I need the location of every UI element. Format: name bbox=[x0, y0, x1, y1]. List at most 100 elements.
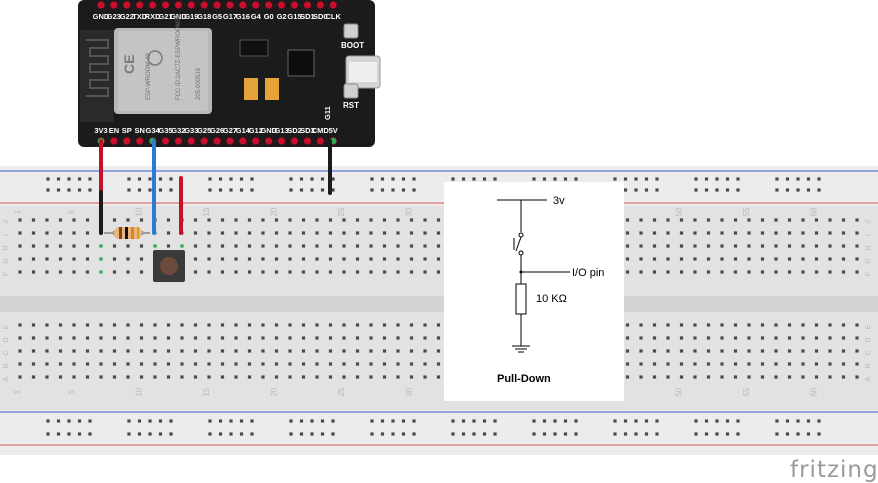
breadboard-hole bbox=[639, 362, 643, 366]
breadboard-hole bbox=[99, 270, 103, 274]
pin-label-bottom: G35 bbox=[158, 126, 172, 135]
breadboard-hole bbox=[247, 270, 252, 274]
column-number: 1 bbox=[13, 209, 22, 214]
pin-label-top: G21 bbox=[158, 12, 172, 21]
breadboard-hole bbox=[625, 218, 630, 222]
push-button-cap[interactable] bbox=[160, 257, 178, 275]
rail-hole bbox=[493, 177, 497, 181]
column-number: 10 bbox=[135, 387, 144, 396]
push-button[interactable] bbox=[153, 250, 185, 282]
breadboard-hole bbox=[841, 336, 846, 340]
rail-hole bbox=[289, 419, 293, 423]
breadboard-hole bbox=[436, 336, 441, 340]
rail-hole bbox=[655, 419, 659, 423]
rail-hole bbox=[218, 188, 223, 192]
rail-hole bbox=[412, 188, 416, 192]
column-number: 20 bbox=[270, 387, 279, 396]
rail-hole bbox=[806, 188, 811, 192]
top-power-rail bbox=[0, 166, 878, 206]
breadboard-hole bbox=[828, 323, 832, 327]
breadboard-hole bbox=[747, 375, 751, 379]
breadboard-hole bbox=[396, 375, 400, 379]
breadboard-hole bbox=[31, 349, 36, 353]
breadboard-hole bbox=[639, 218, 643, 222]
row-letter: D bbox=[865, 337, 872, 342]
breadboard-hole bbox=[369, 244, 373, 248]
rail-hole bbox=[412, 177, 416, 181]
rail-hole bbox=[623, 419, 628, 423]
breadboard-hole bbox=[801, 218, 805, 222]
breadboard-hole bbox=[220, 270, 225, 274]
breadboard-hole bbox=[288, 349, 292, 353]
breadboard-hole bbox=[315, 270, 319, 274]
rail-hole bbox=[785, 432, 790, 436]
breadboard-hole bbox=[288, 362, 292, 366]
module-fcc-text: FCC ID:2AC7Z-ESPWROOM32 bbox=[176, 14, 182, 100]
breadboard-hole bbox=[720, 270, 724, 274]
breadboard-hole bbox=[139, 375, 144, 379]
rail-hole bbox=[796, 419, 800, 423]
breadboard-hole bbox=[652, 349, 657, 353]
breadboard: 1155101015152020252530303535404045455050… bbox=[0, 166, 878, 455]
circuit-wires bbox=[99, 139, 332, 235]
rail-hole bbox=[320, 419, 325, 423]
breadboard-hole bbox=[58, 336, 63, 340]
breadboard-hole bbox=[301, 349, 306, 353]
breadboard-hole bbox=[396, 362, 400, 366]
breadboard-hole bbox=[315, 244, 319, 248]
pin-pad-bottom bbox=[277, 137, 286, 145]
breadboard-hole bbox=[652, 270, 657, 274]
reset-button[interactable] bbox=[343, 83, 359, 99]
breadboard-hole bbox=[301, 218, 306, 222]
breadboard-hole bbox=[639, 257, 643, 261]
rail-hole bbox=[775, 177, 779, 181]
usb-port bbox=[349, 62, 377, 82]
rail-hole bbox=[817, 419, 821, 423]
breadboard-hole bbox=[126, 257, 130, 261]
column-number: 5 bbox=[67, 389, 76, 394]
regulator-chip bbox=[239, 39, 269, 57]
breadboard-hole bbox=[855, 362, 859, 366]
breadboard-hole bbox=[436, 257, 441, 261]
rail-hole bbox=[655, 177, 659, 181]
breadboard-hole bbox=[234, 362, 238, 366]
breadboard-hole bbox=[301, 362, 306, 366]
breadboard-hole bbox=[774, 218, 778, 222]
breadboard-hole bbox=[409, 270, 414, 274]
breadboard-hole bbox=[666, 218, 670, 222]
breadboard-hole bbox=[369, 375, 373, 379]
pin-pad-top bbox=[290, 1, 299, 9]
rail-hole bbox=[472, 432, 476, 436]
rail-hole bbox=[67, 419, 71, 423]
breadboard-hole bbox=[706, 362, 711, 366]
breadboard-hole bbox=[72, 257, 76, 261]
breadboard-hole bbox=[423, 323, 427, 327]
breadboard-hole bbox=[787, 375, 792, 379]
pin-pad-top bbox=[277, 1, 286, 9]
breadboard-hole bbox=[801, 244, 805, 248]
breadboard-hole bbox=[193, 362, 198, 366]
breadboard-hole bbox=[139, 218, 144, 222]
breadboard-hole bbox=[801, 336, 805, 340]
rail-hole bbox=[715, 419, 719, 423]
breadboard-hole bbox=[315, 362, 319, 366]
breadboard-hole bbox=[247, 231, 252, 235]
pin-label-bottom: SN bbox=[134, 126, 144, 135]
breadboard-hole bbox=[288, 270, 292, 274]
breadboard-hole bbox=[261, 231, 265, 235]
rail-hole bbox=[493, 432, 497, 436]
breadboard-hole bbox=[814, 362, 819, 366]
breadboard-hole bbox=[639, 336, 643, 340]
breadboard-hole bbox=[855, 375, 859, 379]
breadboard-hole bbox=[355, 244, 360, 248]
rail-hole bbox=[715, 432, 719, 436]
breadboard-hole bbox=[58, 270, 63, 274]
breadboard-hole bbox=[436, 349, 441, 353]
breadboard-hole bbox=[760, 244, 765, 248]
boot-button[interactable] bbox=[343, 23, 359, 39]
breadboard-hole bbox=[166, 218, 171, 222]
rail-hole bbox=[644, 419, 649, 423]
breadboard-hole bbox=[85, 218, 90, 222]
pin-pad-top bbox=[135, 1, 144, 9]
